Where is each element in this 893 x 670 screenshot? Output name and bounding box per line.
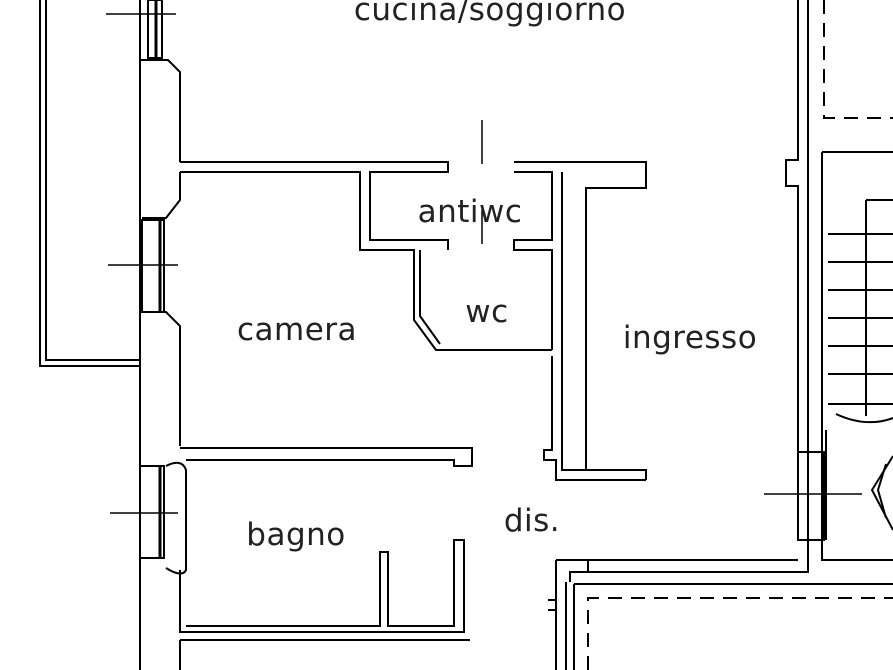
left-outer-walls	[39, 0, 187, 670]
room-label-antiwc: antiwc	[418, 194, 523, 230]
room-label-cucina-soggiorno: cucina/soggiorno	[354, 0, 626, 28]
room-label-ingresso: ingresso	[623, 320, 757, 356]
room-label-disimpegno: dis.	[504, 503, 560, 539]
dashed-outlines	[587, 0, 893, 670]
room-label-wc: wc	[465, 294, 508, 330]
room-labels: cucina/soggiorno antiwc wc camera ingres…	[237, 0, 757, 553]
room-label-camera: camera	[237, 312, 357, 348]
room-label-bagno: bagno	[246, 517, 345, 553]
stairwell	[764, 151, 893, 561]
